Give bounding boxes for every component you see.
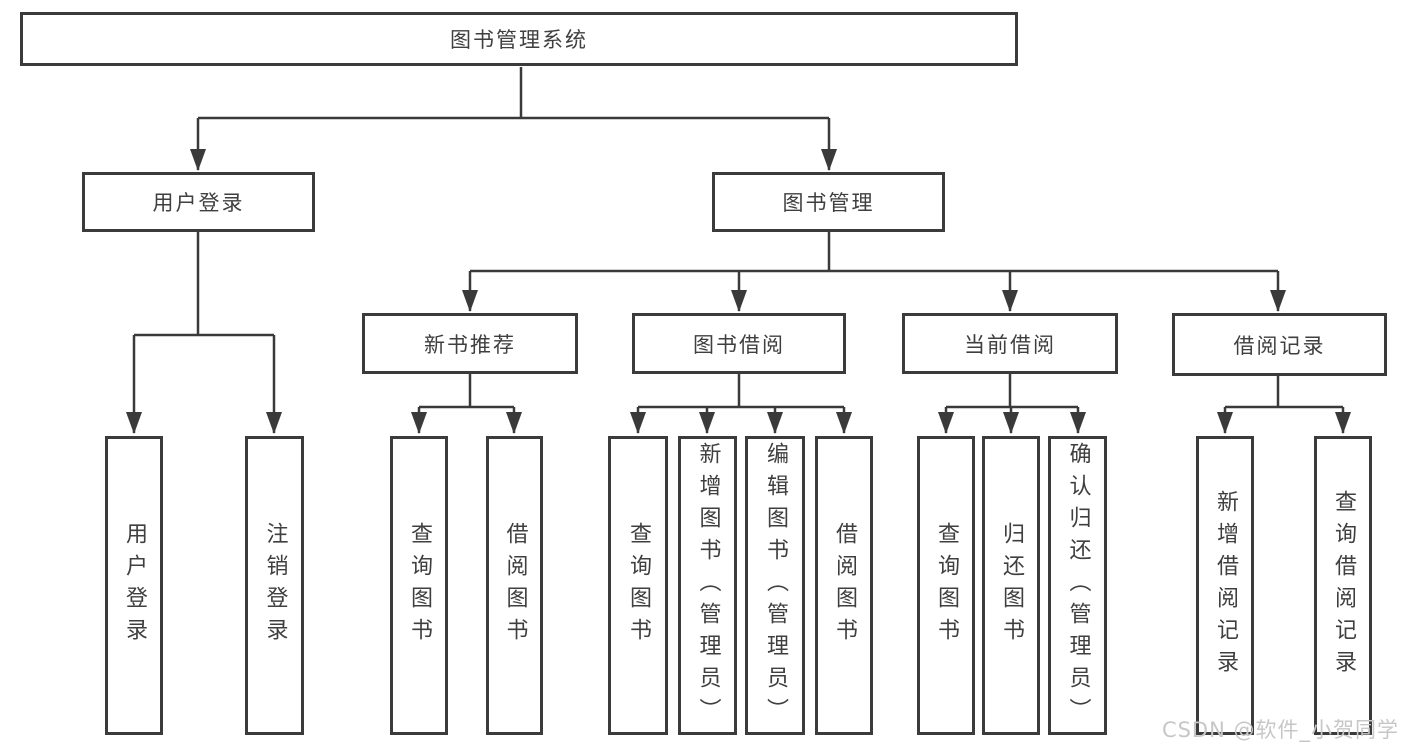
leaf-add-book-admin: 新增图书（管理员） <box>678 436 737 735</box>
watermark: CSDN @软件_小贺同学 <box>1161 718 1399 742</box>
leaf-edit-book-admin: 编辑图书（管理员） <box>745 436 805 735</box>
node-new-book-recommend: 新书推荐 <box>362 313 578 374</box>
node-user-login: 用户登录 <box>82 172 315 232</box>
leaf-query-book-1-label: 查询图书 <box>407 521 432 650</box>
leaf-return-book-label: 归还图书 <box>999 521 1024 650</box>
node-borrow-record-label: 借阅记录 <box>1233 333 1326 358</box>
leaf-add-book-admin-label: 新增图书（管理员） <box>695 441 721 730</box>
leaf-confirm-return-admin: 确认归还（管理员） <box>1048 436 1107 735</box>
leaf-query-borrow-record: 查询借阅记录 <box>1314 436 1372 735</box>
node-root: 图书管理系统 <box>20 12 1018 66</box>
leaf-user-login-label: 用户登录 <box>122 521 147 650</box>
node-book-management: 图书管理 <box>712 172 945 232</box>
node-user-login-label: 用户登录 <box>152 191 245 215</box>
leaf-edit-book-admin-label: 编辑图书（管理员） <box>763 441 788 730</box>
leaf-borrow-book-1-label: 借阅图书 <box>502 521 528 650</box>
node-current-borrow-label: 当前借阅 <box>964 332 1056 357</box>
connector-bus-lines <box>126 67 1351 434</box>
leaf-add-borrow-record-label: 新增借阅记录 <box>1213 489 1238 682</box>
leaf-logout: 注销登录 <box>245 436 304 735</box>
node-book-borrow: 图书借阅 <box>632 313 846 374</box>
leaf-borrow-book-1: 借阅图书 <box>486 436 543 735</box>
node-root-label: 图书管理系统 <box>450 28 588 52</box>
leaf-query-book-2-label: 查询图书 <box>626 521 651 650</box>
leaf-confirm-return-admin-label: 确认归还（管理员） <box>1065 441 1091 730</box>
leaf-query-book-3: 查询图书 <box>917 436 975 735</box>
node-current-borrow: 当前借阅 <box>902 313 1118 374</box>
leaf-add-borrow-record: 新增借阅记录 <box>1196 436 1254 735</box>
leaf-user-login: 用户登录 <box>105 436 163 735</box>
leaf-query-book-2: 查询图书 <box>608 436 668 735</box>
node-new-book-recommend-label: 新书推荐 <box>424 332 516 357</box>
leaf-logout-label: 注销登录 <box>262 521 288 650</box>
node-book-borrow-label: 图书借阅 <box>693 332 785 357</box>
leaf-query-book-1: 查询图书 <box>390 436 448 735</box>
node-borrow-record: 借阅记录 <box>1172 313 1387 376</box>
leaf-return-book: 归还图书 <box>982 436 1040 735</box>
leaf-borrow-book-2: 借阅图书 <box>815 436 873 735</box>
leaf-borrow-book-2-label: 借阅图书 <box>832 521 857 650</box>
leaf-query-borrow-record-label: 查询借阅记录 <box>1331 489 1356 682</box>
node-book-management-label: 图书管理 <box>782 191 875 215</box>
leaf-query-book-3-label: 查询图书 <box>934 521 959 650</box>
